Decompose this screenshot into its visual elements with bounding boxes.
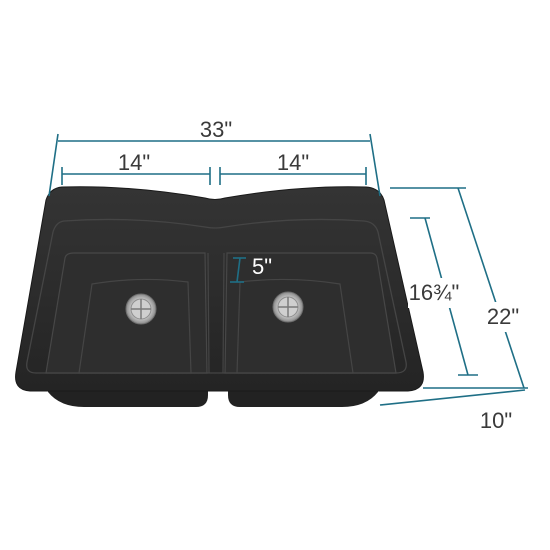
left-drain-icon <box>125 293 157 325</box>
right-bowl-width-label: 14" <box>277 150 309 175</box>
left-bowl-floor <box>78 278 192 374</box>
left-bowl-width-label: 14" <box>118 150 150 175</box>
bowl-divider <box>207 252 225 374</box>
right-bowl <box>224 252 397 374</box>
bowl-depth-marker <box>230 257 246 283</box>
bowl-depth-label: 5" <box>252 254 272 279</box>
right-drain-icon <box>272 291 304 323</box>
bowl-front-to-back-label: 16¾" <box>409 280 460 305</box>
overall-front-to-back-dimension <box>390 187 525 389</box>
corner-depth-dimension <box>379 387 528 406</box>
overall-width-label: 33" <box>200 117 232 142</box>
overall-front-to-back-label: 22" <box>487 304 519 329</box>
left-bowl-width-dimension <box>61 167 211 185</box>
overall-width-dimension <box>48 133 381 197</box>
right-bowl-floor <box>236 278 354 374</box>
right-bowl-width-dimension <box>219 167 367 185</box>
sink-rim <box>26 218 407 374</box>
corner-depth-label: 10" <box>480 408 512 433</box>
